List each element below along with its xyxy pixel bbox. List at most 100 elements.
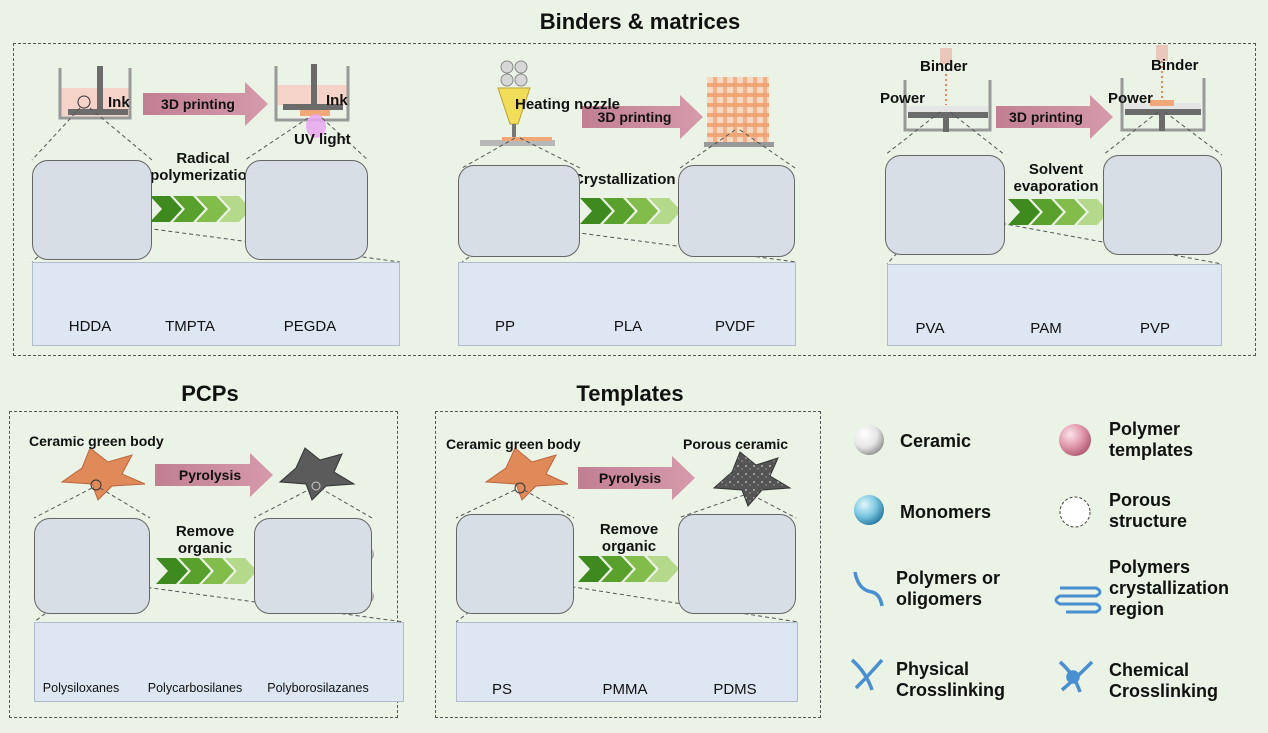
legend-porous-structure: Porous structure	[1109, 490, 1188, 531]
solvent-evaporation-label: Solvent evaporation	[1013, 161, 1099, 195]
legend-chemical-crosslinking: Chemical Crosslinking	[1109, 660, 1219, 701]
legend-polymer-templates: Polymer templates	[1109, 419, 1194, 460]
chem-name-pmma: PMMA	[602, 681, 648, 698]
pcp-green-body-label: Ceramic green body	[29, 433, 164, 449]
chemical-crosslink-icon	[1058, 660, 1094, 693]
porous-ceramic-label: Porous ceramic	[683, 436, 789, 452]
chem-name-pdms: PDMS	[713, 681, 757, 698]
template-porous-zoom-box	[678, 514, 796, 614]
chem-name-pegda: PEGDA	[283, 318, 337, 335]
green-chevron-arrow	[156, 558, 188, 584]
green-chevron-arrow	[603, 198, 635, 224]
binder-jet-before-icon	[903, 48, 992, 132]
green-chevron-arrow	[1054, 199, 1086, 225]
green-chevron-arrow	[202, 558, 234, 584]
binders-title: Binders & matrices	[539, 9, 741, 34]
green-chevron-arrow	[1031, 199, 1063, 225]
green-chevron-arrow	[219, 196, 251, 222]
monomer-sphere-icon	[854, 495, 884, 525]
physical-crosslink-icon	[850, 658, 884, 691]
vat-before-icon	[58, 66, 132, 120]
chem-name-pva: PVA	[915, 320, 945, 337]
chem-box-pcp	[34, 622, 404, 702]
green-chevron-arrow	[580, 198, 612, 224]
crystallization-coil-icon	[1054, 586, 1102, 614]
vat-after-icon	[274, 64, 350, 138]
legend-crystallization-region: Polymers crystallization region	[1109, 557, 1230, 619]
heating-nozzle-icon	[480, 60, 555, 146]
pcps-title: PCPs	[181, 381, 239, 406]
heating-nozzle-label: Heating nozzle	[515, 96, 621, 113]
binder-jet-after-icon	[1120, 45, 1206, 132]
legend-ceramic: Ceramic	[900, 431, 972, 451]
power-label-before: Power	[880, 90, 926, 107]
green-chevron-arrow	[578, 556, 610, 582]
arrow-label-printing-3: 3D printing	[1009, 109, 1083, 125]
printing-arrow-1	[143, 82, 268, 126]
pyrolysis-arrow-template	[578, 456, 695, 500]
chem-name-hdda: HDDA	[68, 318, 112, 335]
templates-title: Templates	[576, 381, 684, 406]
crystal-zoom-box	[678, 165, 795, 257]
green-chevron-arrow	[196, 196, 228, 222]
chem-name-pp: PP	[494, 318, 515, 335]
green-chevron-arrow	[601, 556, 633, 582]
ceramic-star-icon	[278, 447, 356, 501]
green-chevron-arrow	[225, 558, 257, 584]
dried-zoom-box	[1103, 155, 1222, 255]
printing-arrow-3	[996, 95, 1113, 139]
ink-label-after: Ink	[326, 92, 348, 109]
legend-polymers-oligomers: Polymers or oligomers	[896, 568, 1001, 609]
printing-arrow-2	[582, 95, 703, 139]
template-polymer-zoom-box	[456, 514, 574, 614]
arrow-label-printing-1: 3D printing	[161, 96, 235, 112]
chem-box-binder	[887, 264, 1222, 346]
templates-panel	[435, 411, 821, 718]
binder-label-before: Binder	[920, 58, 968, 75]
chem-box-thermoplastic	[458, 262, 796, 346]
polymer-chain-icon	[853, 571, 884, 607]
chem-name-pvdf: PVDF	[714, 318, 755, 335]
green-chevron-arrow	[626, 198, 658, 224]
pcp-polymer-zoom-box	[34, 518, 150, 614]
legend-monomers: Monomers	[900, 502, 992, 522]
pva-zoom-box	[885, 155, 1005, 255]
chem-name-pam: PAM	[1030, 320, 1062, 337]
template-remove-organic-label: Remove organic	[599, 521, 659, 555]
crystallization-label: Crystallization	[573, 171, 676, 188]
green-chevron-arrow	[173, 196, 205, 222]
chem-name-ps: PS	[491, 681, 512, 698]
ink-label-before: Ink	[108, 94, 130, 111]
chem-box-photopolymer	[32, 262, 400, 346]
uv-light-label: UV light	[294, 131, 351, 148]
chem-box-template	[456, 622, 798, 702]
power-label-after: Power	[1108, 90, 1154, 107]
chem-name-polysiloxanes: Polysiloxanes	[42, 681, 120, 695]
green-chevron-arrow	[647, 556, 679, 582]
pcps-panel	[9, 411, 398, 718]
porous-circle-icon	[1059, 496, 1091, 528]
chem-name-pvp: PVP	[1139, 320, 1170, 337]
green-chevron-arrow	[1008, 199, 1040, 225]
lattice-print-icon	[704, 77, 774, 147]
green-chevron-arrow	[624, 556, 656, 582]
chem-name-pla: PLA	[613, 318, 643, 335]
green-chevron-arrow	[179, 558, 211, 584]
ceramic-sphere-icon	[854, 425, 884, 455]
polymer-template-sphere-icon	[1059, 424, 1091, 456]
arrow-label-pyrolysis-template: Pyrolysis	[598, 470, 662, 486]
arrow-label-pyrolysis-pcp: Pyrolysis	[178, 467, 242, 483]
pyrolysis-arrow-pcp	[155, 453, 273, 497]
crosslinked-zoom-box	[245, 160, 368, 260]
green-body-star-icon	[60, 447, 146, 501]
legend-physical-crosslinking: Physical Crosslinking	[896, 659, 1006, 700]
chem-name-polyborosilazanes: Polyborosilazanes	[267, 681, 369, 695]
chem-name-tmpta: TMPTA	[165, 318, 215, 335]
green-chevron-arrow	[1077, 199, 1109, 225]
porous-ceramic-star-icon	[712, 451, 792, 507]
pcp-remove-organic-label: Remove organic	[175, 523, 235, 557]
template-green-body-label: Ceramic green body	[446, 436, 581, 452]
arrow-label-printing-2: 3D printing	[597, 109, 672, 125]
green-chevron-arrow	[649, 198, 681, 224]
pp-zoom-box	[458, 165, 580, 257]
